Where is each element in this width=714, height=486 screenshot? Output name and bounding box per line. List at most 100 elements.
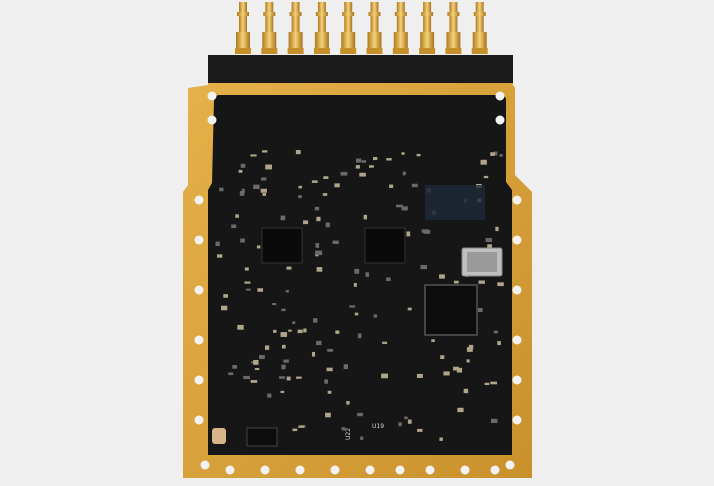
smd-part bbox=[297, 329, 303, 334]
regulator bbox=[246, 427, 278, 447]
smd-part bbox=[244, 281, 251, 284]
sma-connector bbox=[261, 2, 278, 54]
smd-part bbox=[495, 226, 499, 232]
smd-part bbox=[343, 364, 349, 370]
smd-part bbox=[240, 238, 245, 243]
smd-part bbox=[313, 318, 318, 323]
smd-part bbox=[475, 308, 483, 312]
smd-part bbox=[381, 373, 388, 379]
smd-part bbox=[285, 290, 289, 293]
smd-part bbox=[440, 355, 445, 360]
smd-part bbox=[316, 267, 323, 272]
smd-part bbox=[340, 171, 348, 176]
smd-part bbox=[468, 344, 474, 350]
smd-part bbox=[420, 265, 427, 270]
sma-connector bbox=[313, 2, 330, 54]
mounting-hole bbox=[505, 460, 515, 470]
smd-part bbox=[325, 412, 331, 418]
smd-part bbox=[369, 165, 374, 168]
label-u22: U22 bbox=[345, 428, 352, 440]
smd-part bbox=[280, 390, 285, 393]
smd-part bbox=[323, 176, 329, 179]
smd-part bbox=[281, 308, 286, 312]
smd-part bbox=[286, 376, 291, 381]
smd-part bbox=[326, 367, 333, 372]
smd-part bbox=[327, 390, 332, 394]
header-strip bbox=[208, 55, 513, 83]
mounting-hole bbox=[207, 91, 217, 101]
smd-part bbox=[311, 180, 318, 183]
components bbox=[215, 150, 504, 441]
smd-part bbox=[490, 418, 498, 424]
sma-connector bbox=[287, 2, 304, 54]
smd-part bbox=[365, 272, 370, 277]
smd-part bbox=[332, 240, 339, 244]
mounting-hole bbox=[512, 195, 522, 205]
smd-part bbox=[261, 150, 268, 153]
mounting-hole bbox=[330, 465, 340, 475]
smd-part bbox=[483, 175, 489, 179]
smd-part bbox=[407, 307, 412, 311]
smd-part bbox=[355, 165, 360, 169]
smd-part bbox=[298, 185, 302, 189]
smd-part bbox=[256, 245, 261, 249]
smd-part bbox=[487, 244, 492, 248]
mounting-hole bbox=[425, 465, 435, 475]
smd-part bbox=[260, 188, 267, 193]
smd-part bbox=[316, 340, 322, 346]
mounting-hole bbox=[495, 91, 505, 101]
smd-part bbox=[325, 222, 330, 228]
smd-part bbox=[259, 355, 265, 360]
smd-part bbox=[250, 154, 257, 157]
mounting-hole bbox=[490, 465, 500, 475]
mounting-hole bbox=[194, 375, 204, 385]
capacitor bbox=[212, 428, 226, 444]
mounting-hole bbox=[495, 115, 505, 125]
smd-part bbox=[485, 238, 493, 243]
mounting-hole bbox=[194, 335, 204, 345]
smd-part bbox=[295, 150, 301, 155]
mounting-hole bbox=[194, 415, 204, 425]
sma-connector bbox=[340, 2, 357, 54]
smd-part bbox=[466, 347, 473, 352]
mounting-hole bbox=[460, 465, 470, 475]
smd-part bbox=[237, 324, 244, 330]
smd-part bbox=[298, 195, 302, 199]
smd-part bbox=[406, 231, 411, 237]
smd-part bbox=[228, 372, 234, 376]
smd-part bbox=[359, 172, 366, 177]
sma-connector bbox=[392, 2, 409, 54]
smd-part bbox=[254, 368, 260, 371]
smd-part bbox=[262, 193, 267, 196]
mounting-hole bbox=[194, 285, 204, 295]
smd-part bbox=[216, 254, 223, 258]
smd-part bbox=[382, 341, 388, 344]
sma-connector bbox=[235, 2, 251, 54]
smd-part bbox=[416, 153, 421, 157]
smd-part bbox=[231, 224, 237, 229]
adc-chip-2 bbox=[364, 227, 406, 264]
sma-connector bbox=[445, 2, 462, 54]
smd-part bbox=[279, 376, 285, 379]
mounting-hole bbox=[200, 460, 210, 470]
smd-part bbox=[363, 214, 368, 220]
mounting-hole bbox=[395, 465, 405, 475]
smd-part bbox=[361, 160, 367, 163]
label-u19: U19 bbox=[372, 423, 384, 430]
smd-part bbox=[280, 215, 286, 221]
smd-part bbox=[281, 364, 286, 370]
smd-part bbox=[411, 183, 418, 188]
smd-part bbox=[490, 152, 495, 156]
smd-part bbox=[223, 294, 229, 298]
smd-part bbox=[386, 277, 391, 282]
smd-part bbox=[402, 171, 406, 176]
smd-part bbox=[311, 351, 316, 357]
smd-part bbox=[493, 330, 498, 334]
smd-part bbox=[457, 407, 464, 413]
sma-connector bbox=[471, 2, 488, 54]
smd-part bbox=[346, 401, 350, 405]
smd-part bbox=[357, 412, 363, 417]
mounting-hole bbox=[512, 415, 522, 425]
smd-part bbox=[398, 422, 402, 427]
smd-part bbox=[421, 229, 429, 233]
